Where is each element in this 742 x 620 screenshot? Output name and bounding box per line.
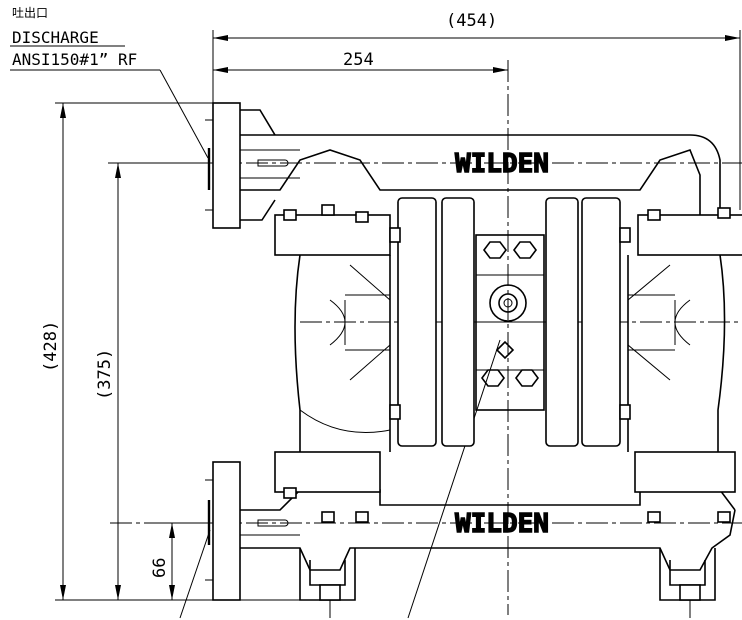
brand-bottom: WILDEN	[455, 509, 549, 539]
dimension-lines	[10, 30, 741, 619]
dim-center-width: 254	[343, 50, 374, 70]
suction-manifold	[205, 461, 736, 618]
dimension-labels: (454) 254 (428) (375) 66	[41, 11, 497, 578]
clamp-rings	[389, 197, 631, 447]
dim-discharge-height: (375)	[95, 349, 115, 400]
callout-jp-label: 吐出口	[12, 6, 49, 20]
center-section	[475, 234, 545, 411]
dim-suction-height: 66	[150, 558, 170, 578]
dim-overall-width: (454)	[446, 11, 497, 31]
callout-discharge-label: DISCHARGE	[12, 28, 99, 47]
brand-marks: WILDEN WILDEN	[454, 148, 549, 539]
callout-spec-label: ANSI150#1” RF	[12, 50, 138, 69]
brand-top: WILDEN	[455, 149, 549, 179]
discharge-manifold	[205, 102, 721, 229]
dim-overall-height: (428)	[41, 321, 61, 372]
